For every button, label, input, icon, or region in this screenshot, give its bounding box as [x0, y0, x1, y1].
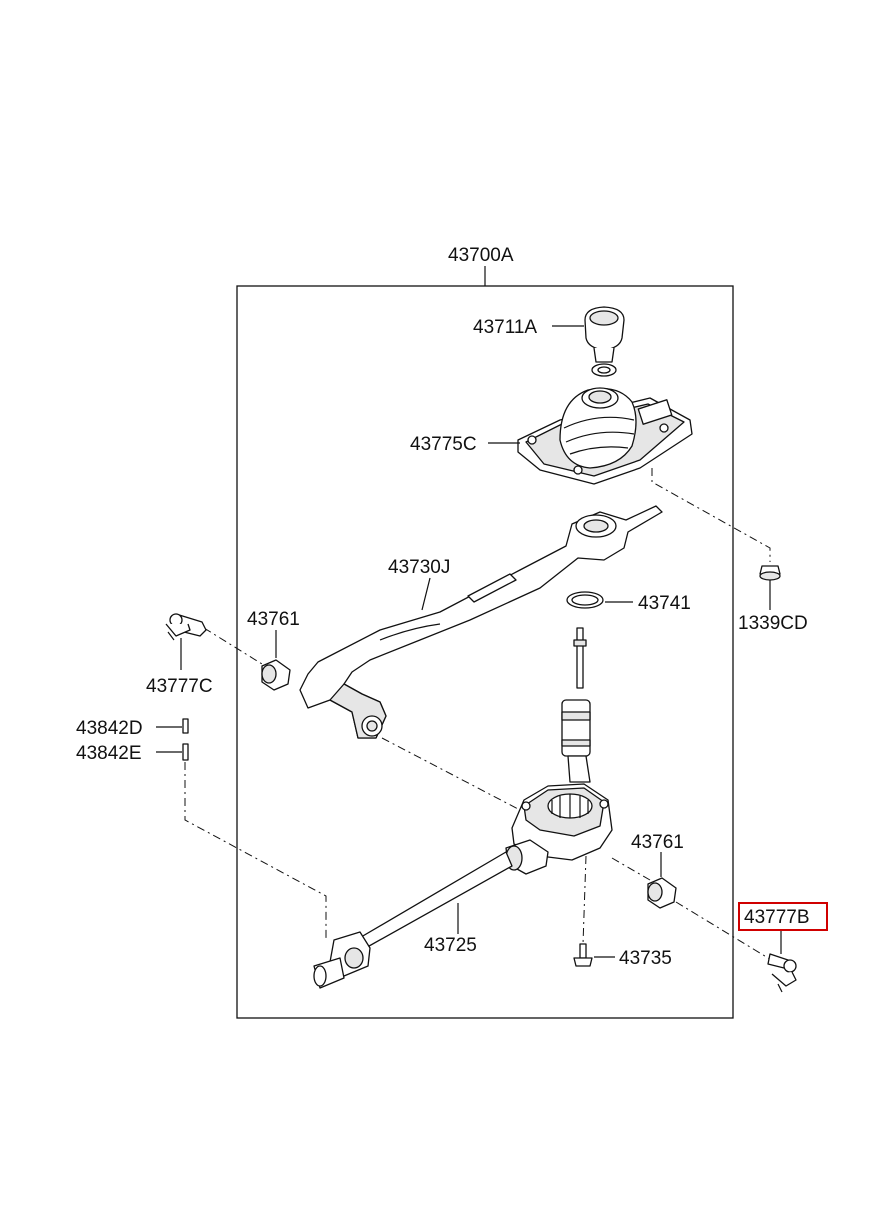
lever-arm: [299, 505, 663, 739]
label-washer: 43741: [638, 593, 691, 614]
lower-dashline: [611, 857, 651, 881]
pin-e: [182, 743, 189, 761]
shift-shaft: [561, 627, 591, 783]
label-rod: 43725: [424, 935, 477, 956]
shift-rod: [313, 839, 549, 989]
clip-left: [165, 613, 207, 641]
label-lever-arm: 43730J: [388, 557, 450, 578]
nut-dashline: [651, 468, 771, 562]
label-bolt: 43735: [619, 948, 672, 969]
clip-right: [767, 953, 797, 993]
label-clip-right[interactable]: 43777B: [744, 907, 810, 928]
lever-dashline: [381, 737, 521, 811]
lever-leader: [421, 577, 431, 611]
label-bush-lower: 43761: [631, 832, 684, 853]
boot-housing: [517, 387, 693, 485]
label-pin-e: 43842E: [76, 743, 142, 764]
right-clip-dashline: [675, 901, 779, 965]
bolt-dashline: [582, 855, 587, 945]
label-pin-d: 43842D: [76, 718, 143, 739]
shift-knob: [584, 306, 625, 377]
label-assembly: 43700A: [448, 245, 514, 266]
label-knob: 43711A: [473, 317, 537, 338]
assembly-frame: [236, 285, 734, 1019]
flange-nut: [759, 565, 781, 581]
mounting-bolt: [573, 943, 593, 967]
base-housing: [511, 783, 613, 861]
label-nut: 1339CD: [738, 613, 808, 634]
label-clip-left: 43777C: [146, 676, 213, 697]
left-clip-dashline: [203, 627, 263, 665]
pin-dashline: [184, 762, 327, 940]
pin-d: [182, 718, 189, 734]
highlight-box[interactable]: [738, 902, 828, 931]
bush-lower: [647, 877, 677, 909]
bush-upper: [261, 659, 291, 691]
label-boot-housing: 43775C: [410, 434, 477, 455]
ring-washer: [566, 591, 604, 609]
label-bush-upper: 43761: [247, 609, 300, 630]
